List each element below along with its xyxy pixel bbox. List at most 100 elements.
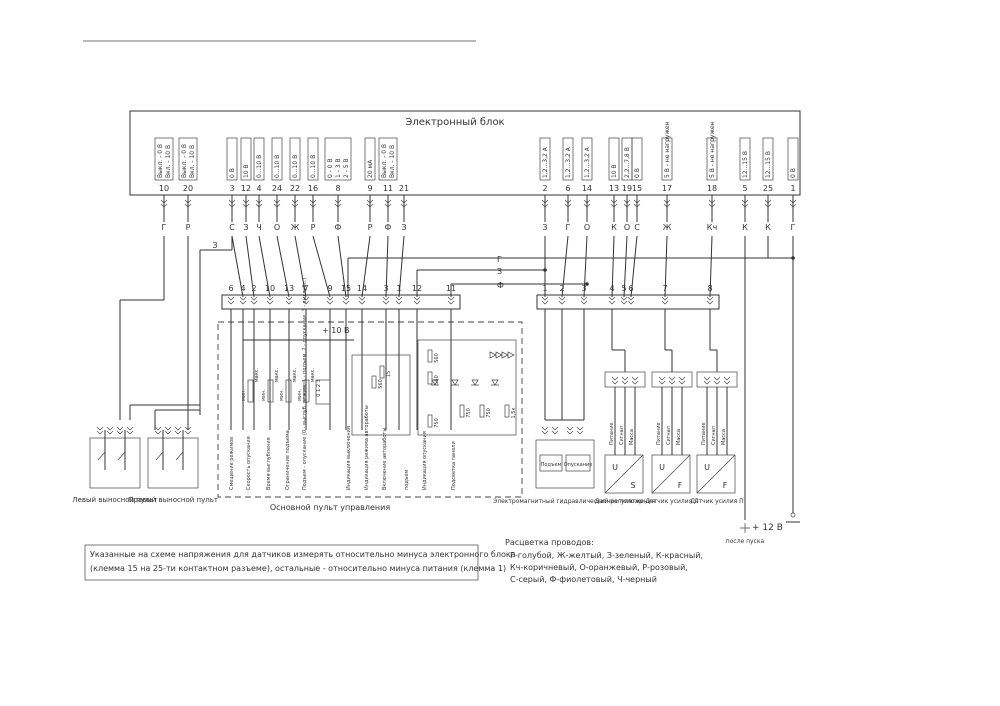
connector-pin-number: 6 bbox=[228, 284, 233, 293]
wire-color-label: Ф bbox=[335, 223, 342, 232]
connector-pin-number: 11 bbox=[446, 284, 456, 293]
resistor-value: 750 bbox=[434, 418, 440, 428]
terminal-arrow bbox=[566, 426, 574, 435]
led-diode bbox=[501, 351, 509, 359]
sensor-signal-label: Сигнал bbox=[619, 426, 625, 445]
sensor-box bbox=[604, 454, 644, 494]
harness-wire bbox=[258, 235, 271, 298]
connector-pin bbox=[382, 296, 390, 305]
panel-function-label: Подъем - опускание (0 - выглуб. режим, 1… bbox=[302, 278, 308, 490]
right-remote-box bbox=[147, 437, 199, 489]
resistor bbox=[379, 365, 385, 379]
unit-pin-5: 512...15 ВК bbox=[739, 137, 751, 232]
connector-pin bbox=[541, 296, 549, 305]
pin-spec-box bbox=[539, 137, 551, 181]
pin-spec-text: 0...10 В bbox=[292, 155, 299, 178]
pin-spec-box bbox=[787, 137, 799, 181]
pin-number: 11 bbox=[383, 184, 393, 193]
led-diode bbox=[507, 351, 515, 359]
connector-pin-number: 4 bbox=[609, 284, 614, 293]
left-bus-label: З bbox=[212, 241, 217, 250]
pin-number: 21 bbox=[399, 184, 409, 193]
power-sublabel: после пуска bbox=[726, 538, 765, 545]
pin-spec-box bbox=[661, 137, 673, 181]
led-diode bbox=[431, 379, 439, 386]
harness-wire bbox=[398, 235, 405, 298]
pin-spec-text: 0 В bbox=[790, 168, 797, 178]
connector-pin bbox=[580, 296, 588, 305]
regulator-label: Электромагнитный гидравлический регулято… bbox=[493, 498, 643, 505]
resistor bbox=[479, 404, 485, 418]
resistor bbox=[371, 375, 377, 389]
sensor-signal-label: Питание bbox=[656, 422, 662, 445]
sensor-signal-label: Масса bbox=[676, 429, 682, 445]
terminal-arrow bbox=[631, 376, 639, 385]
pin-number: 25 bbox=[763, 184, 773, 193]
harness-wire bbox=[385, 235, 389, 298]
wire-color-label: Г bbox=[162, 223, 167, 232]
resistor-value: 750 bbox=[466, 408, 472, 418]
junction-dot bbox=[791, 256, 795, 260]
pin-spec-box bbox=[289, 137, 301, 181]
sensor-label: Датчик положения bbox=[595, 498, 656, 505]
potentiometer bbox=[285, 379, 292, 403]
sensor-letter: F bbox=[678, 481, 683, 490]
connector-pin-number: 5 bbox=[621, 284, 626, 293]
legend-line-1: Г-голубой, Ж-желтый, З-зеленый, К-красны… bbox=[510, 551, 703, 560]
wire-color-label: С bbox=[634, 223, 640, 232]
unit-pin-3: 30 ВС bbox=[226, 137, 238, 232]
bus-label: З bbox=[497, 267, 502, 276]
pin-number: 3 bbox=[229, 184, 234, 193]
electronic-unit-title: Электронный блок bbox=[405, 117, 504, 128]
sensor-label: Датчик усилия П bbox=[690, 498, 743, 505]
pin-number: 10 bbox=[159, 184, 169, 193]
pot-max-label: макс. bbox=[274, 367, 280, 382]
pin-spec-text: 0 В bbox=[634, 168, 641, 178]
note-box bbox=[84, 544, 479, 581]
connector-pin-number: 15 bbox=[341, 284, 351, 293]
pin-spec-text: 1 - 3 В bbox=[335, 158, 342, 178]
pin-spec-text: 1,2...3,2 А bbox=[542, 146, 549, 178]
led-diode bbox=[451, 379, 459, 386]
connector-pin-number: 4 bbox=[240, 284, 245, 293]
sensor-signal-label: Сигнал bbox=[666, 426, 672, 445]
connector-left-body bbox=[221, 294, 461, 310]
pin-spec-text: 10 В bbox=[243, 164, 250, 178]
note-line-1: Указанные на схеме напряжения для датчик… bbox=[90, 550, 516, 559]
connector-pin bbox=[608, 296, 616, 305]
harness-wire bbox=[611, 235, 615, 298]
panel-function-label: Включение автоработы bbox=[382, 428, 388, 490]
pin-spec-box bbox=[581, 137, 593, 181]
wires: Г З Ф З bbox=[119, 195, 795, 520]
pin-spec-box bbox=[762, 137, 774, 181]
remote-terminal bbox=[126, 426, 134, 435]
sensor-signal-label: Сигнал bbox=[711, 426, 717, 445]
pin-spec-box bbox=[706, 137, 718, 181]
pin-spec-box bbox=[154, 137, 174, 181]
connector-pin-number: 1 bbox=[396, 284, 401, 293]
legend-line-2: Кч-коричневый, О-оранжевый, Р-розовый, bbox=[510, 563, 688, 572]
sensor-signal-label: Масса bbox=[721, 429, 727, 445]
wire-color-label: Г bbox=[566, 223, 571, 232]
sensor-label: Датчик усилия Л bbox=[645, 498, 698, 505]
resistor-value: 560 bbox=[434, 353, 440, 363]
terminal-arrow bbox=[713, 376, 721, 385]
harness-wire bbox=[337, 235, 347, 298]
ground-terminal bbox=[790, 512, 796, 518]
pin-spec-text: 5 В - не нагружен bbox=[664, 121, 671, 178]
sensor-connector bbox=[696, 371, 738, 388]
connector-pin bbox=[285, 296, 293, 305]
sensor-diagonal bbox=[651, 454, 691, 494]
main-panel-label: Основной пульт управления bbox=[270, 503, 391, 512]
pin-spec-text: 0 В bbox=[229, 168, 236, 178]
pin-spec-text: Вкл. - 10 В bbox=[189, 145, 196, 178]
connector-pin-number: 1 bbox=[542, 284, 547, 293]
pin-number: 14 bbox=[582, 184, 592, 193]
pin-spec-box bbox=[240, 137, 252, 181]
harness-wire bbox=[276, 235, 290, 298]
remote-terminal bbox=[164, 426, 172, 435]
connector-pin bbox=[302, 296, 310, 305]
